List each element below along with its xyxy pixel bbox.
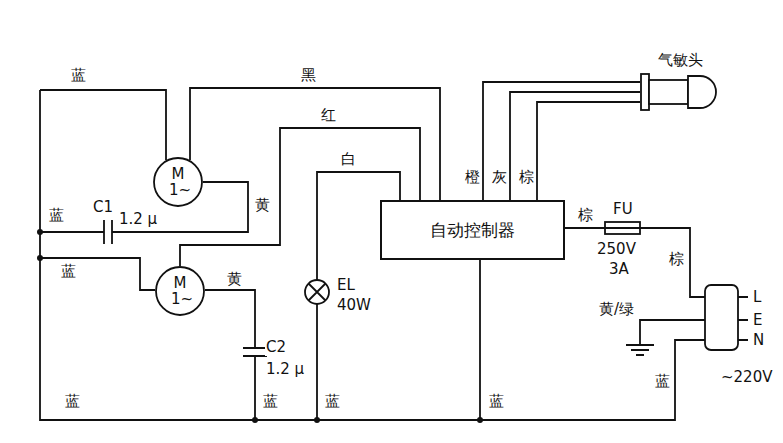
wire-label: 黄/绿: [598, 300, 635, 318]
motor-label: M 1~: [171, 275, 189, 307]
signal-wire: [510, 92, 640, 200]
sensor-shape: [640, 72, 720, 112]
capacitor-symbol: [104, 220, 112, 244]
live-wire: [565, 228, 705, 297]
ground-symbol: [626, 345, 654, 355]
junction-dot: [252, 417, 258, 423]
wire-label: 1.2 μ: [265, 360, 305, 378]
motor-outline: [156, 267, 204, 315]
wire-label: N: [752, 331, 765, 349]
wire-color-label: 灰: [491, 168, 508, 186]
wire-label: FU: [612, 200, 634, 218]
wire-label: 1.2 μ: [118, 210, 158, 228]
wire-label: L: [752, 288, 762, 306]
junction-dot: [477, 417, 483, 423]
wire-label: 250V: [596, 240, 637, 258]
wire-label: 蓝: [60, 262, 77, 280]
wire-label: C1: [92, 198, 114, 216]
motor-label: M 1~: [169, 166, 187, 198]
wire-label: 蓝: [262, 392, 279, 410]
c1-wire: [40, 182, 248, 232]
wire-label: 蓝: [324, 392, 341, 410]
lamp-cross: [309, 284, 326, 301]
lamp-symbol: [305, 280, 329, 304]
plug-body: [705, 285, 738, 350]
wire-label: E: [752, 311, 763, 329]
wire-label: 40W: [336, 296, 372, 314]
gas-sensor: 气敏头: [640, 50, 720, 112]
wire-label: C2: [265, 338, 287, 356]
sensor-dome: [688, 76, 716, 108]
earth-wire: [640, 320, 705, 345]
wire-color-label: 黑: [300, 66, 317, 84]
wire-color-label: 棕: [518, 168, 535, 186]
controller-box: 自动控制器: [380, 200, 565, 260]
blue-wire: [40, 90, 166, 160]
fuse-element: [605, 227, 640, 229]
motor-symbol: M 1~: [153, 157, 203, 207]
wire-label: EL: [336, 276, 356, 294]
blue-wire: [479, 260, 481, 420]
wire-color-label: 橙: [464, 168, 481, 186]
wire-label: 蓝: [48, 206, 65, 224]
yellow-wire: [205, 290, 255, 420]
box-label: 自动控制器: [430, 219, 515, 241]
sensor-body: [649, 80, 688, 104]
junction-dot: [37, 255, 43, 261]
sensor-label: 气敏头: [640, 50, 720, 70]
sensor-flange: [641, 74, 649, 110]
junction-dot: [314, 417, 320, 423]
wire-label: 白: [340, 150, 357, 168]
signal-wire: [483, 82, 640, 200]
wire-label: 3A: [608, 260, 630, 278]
signal-wire: [537, 102, 640, 200]
blue-wire: [40, 258, 155, 290]
junction-dot: [37, 229, 43, 235]
wire-label: 蓝: [64, 392, 81, 410]
wire-label: 黄: [226, 270, 243, 288]
wire-label: 蓝: [488, 392, 505, 410]
motor-symbol: M 1~: [155, 266, 205, 316]
signal-wire: [190, 88, 440, 200]
wire-color-label: 红: [320, 106, 337, 124]
wire-label: 蓝: [70, 66, 87, 84]
neutral-wire: [40, 90, 705, 420]
wire-label: 棕: [668, 250, 685, 268]
wire-label: 黄: [254, 196, 271, 214]
motor-outline: [154, 158, 202, 206]
fuse-symbol: [605, 222, 640, 234]
wire-label: ~220V: [720, 368, 773, 386]
capacitor-symbol: [243, 348, 267, 356]
wire-label: 蓝: [654, 372, 671, 390]
plug-pins: [738, 297, 748, 340]
wire-label: 棕: [577, 206, 594, 224]
